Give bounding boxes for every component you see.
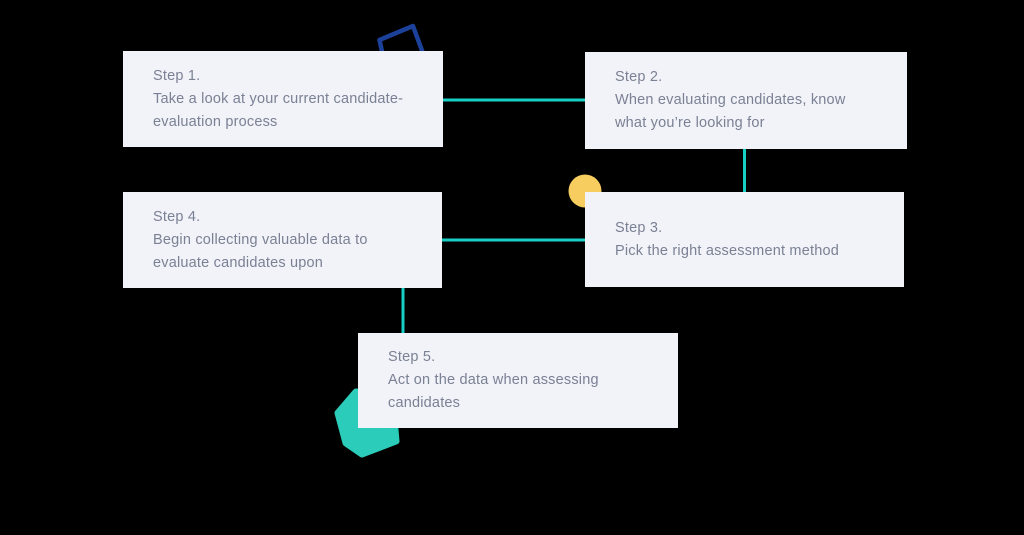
step-4-card: Step 4. Begin collecting valuable data t… [123, 192, 442, 288]
step-2-card: Step 2. When evaluating candidates, know… [585, 52, 907, 149]
step-5-body: Act on the data when assessing candidate… [388, 372, 599, 411]
step-1-label: Step 1. [153, 67, 201, 84]
step-1-card: Step 1. Take a look at your current cand… [123, 51, 443, 147]
step-2-body: When evaluating candidates, know what yo… [615, 92, 846, 131]
step-3-label: Step 3. [615, 219, 663, 236]
step-4-label: Step 4. [153, 208, 201, 225]
step-1-body: Take a look at your current candidate- e… [153, 90, 404, 130]
step-4-body: Begin collecting valuable data to evalua… [153, 231, 368, 271]
navy-frame-icon [377, 23, 427, 59]
step-3-body: Pick the right assessment method [615, 242, 839, 259]
step-2-label: Step 2. [615, 69, 663, 85]
step-5-card: Step 5. Act on the data when assessing c… [358, 333, 678, 428]
step-3-card: Step 3. Pick the right assessment method [585, 192, 904, 287]
step-5-label: Step 5. [388, 349, 436, 365]
